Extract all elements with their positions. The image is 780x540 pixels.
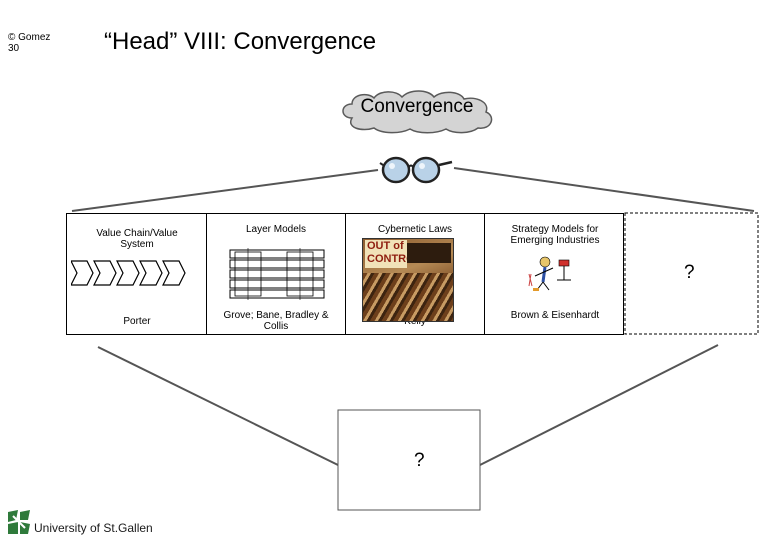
strategy-cartoon-icon [528,256,571,291]
book-subtitle-block [407,243,451,263]
university-name: University of St.Gallen [34,521,153,535]
column-title-cybernetic-laws: Cybernetic Laws [378,224,452,235]
value-chain-arrows [71,260,186,286]
glasses-icon [379,156,453,184]
models-table: Value Chain/Value System Porter Layer Mo… [66,213,624,335]
bottom-question-mark: ? [414,450,425,471]
column-author-grove: Grove; Bane, Bradley & Collis [223,310,329,332]
column-title-strategy-models: Strategy Models for Emerging Industries [510,224,600,246]
university-logo-icon [8,510,30,534]
column-author-porter: Porter [123,316,151,327]
copyright-text: © Gomez [8,32,51,43]
column-title-layer-models: Layer Models [245,224,307,235]
unknown-column-question-mark: ? [684,262,695,283]
cloud-label: Convergence [360,96,474,117]
cloud-shape [342,90,493,134]
layer-model-diagram [229,248,325,300]
unknown-column-box [624,212,759,335]
book-cover-text: OUT of CONTROL [365,240,421,268]
book-cover-art [363,273,453,321]
slide-title: “Head” VIII: Convergence [104,28,377,55]
copyright-note: © Gomez 30 [8,32,50,54]
column-author-brown: Brown & Eisenhardt [510,310,600,321]
column-title-value-chain: Value Chain/Value System [96,228,178,250]
out-of-control-book-cover: OUT of CONTROL [362,238,454,322]
page-number: 30 [8,43,20,54]
